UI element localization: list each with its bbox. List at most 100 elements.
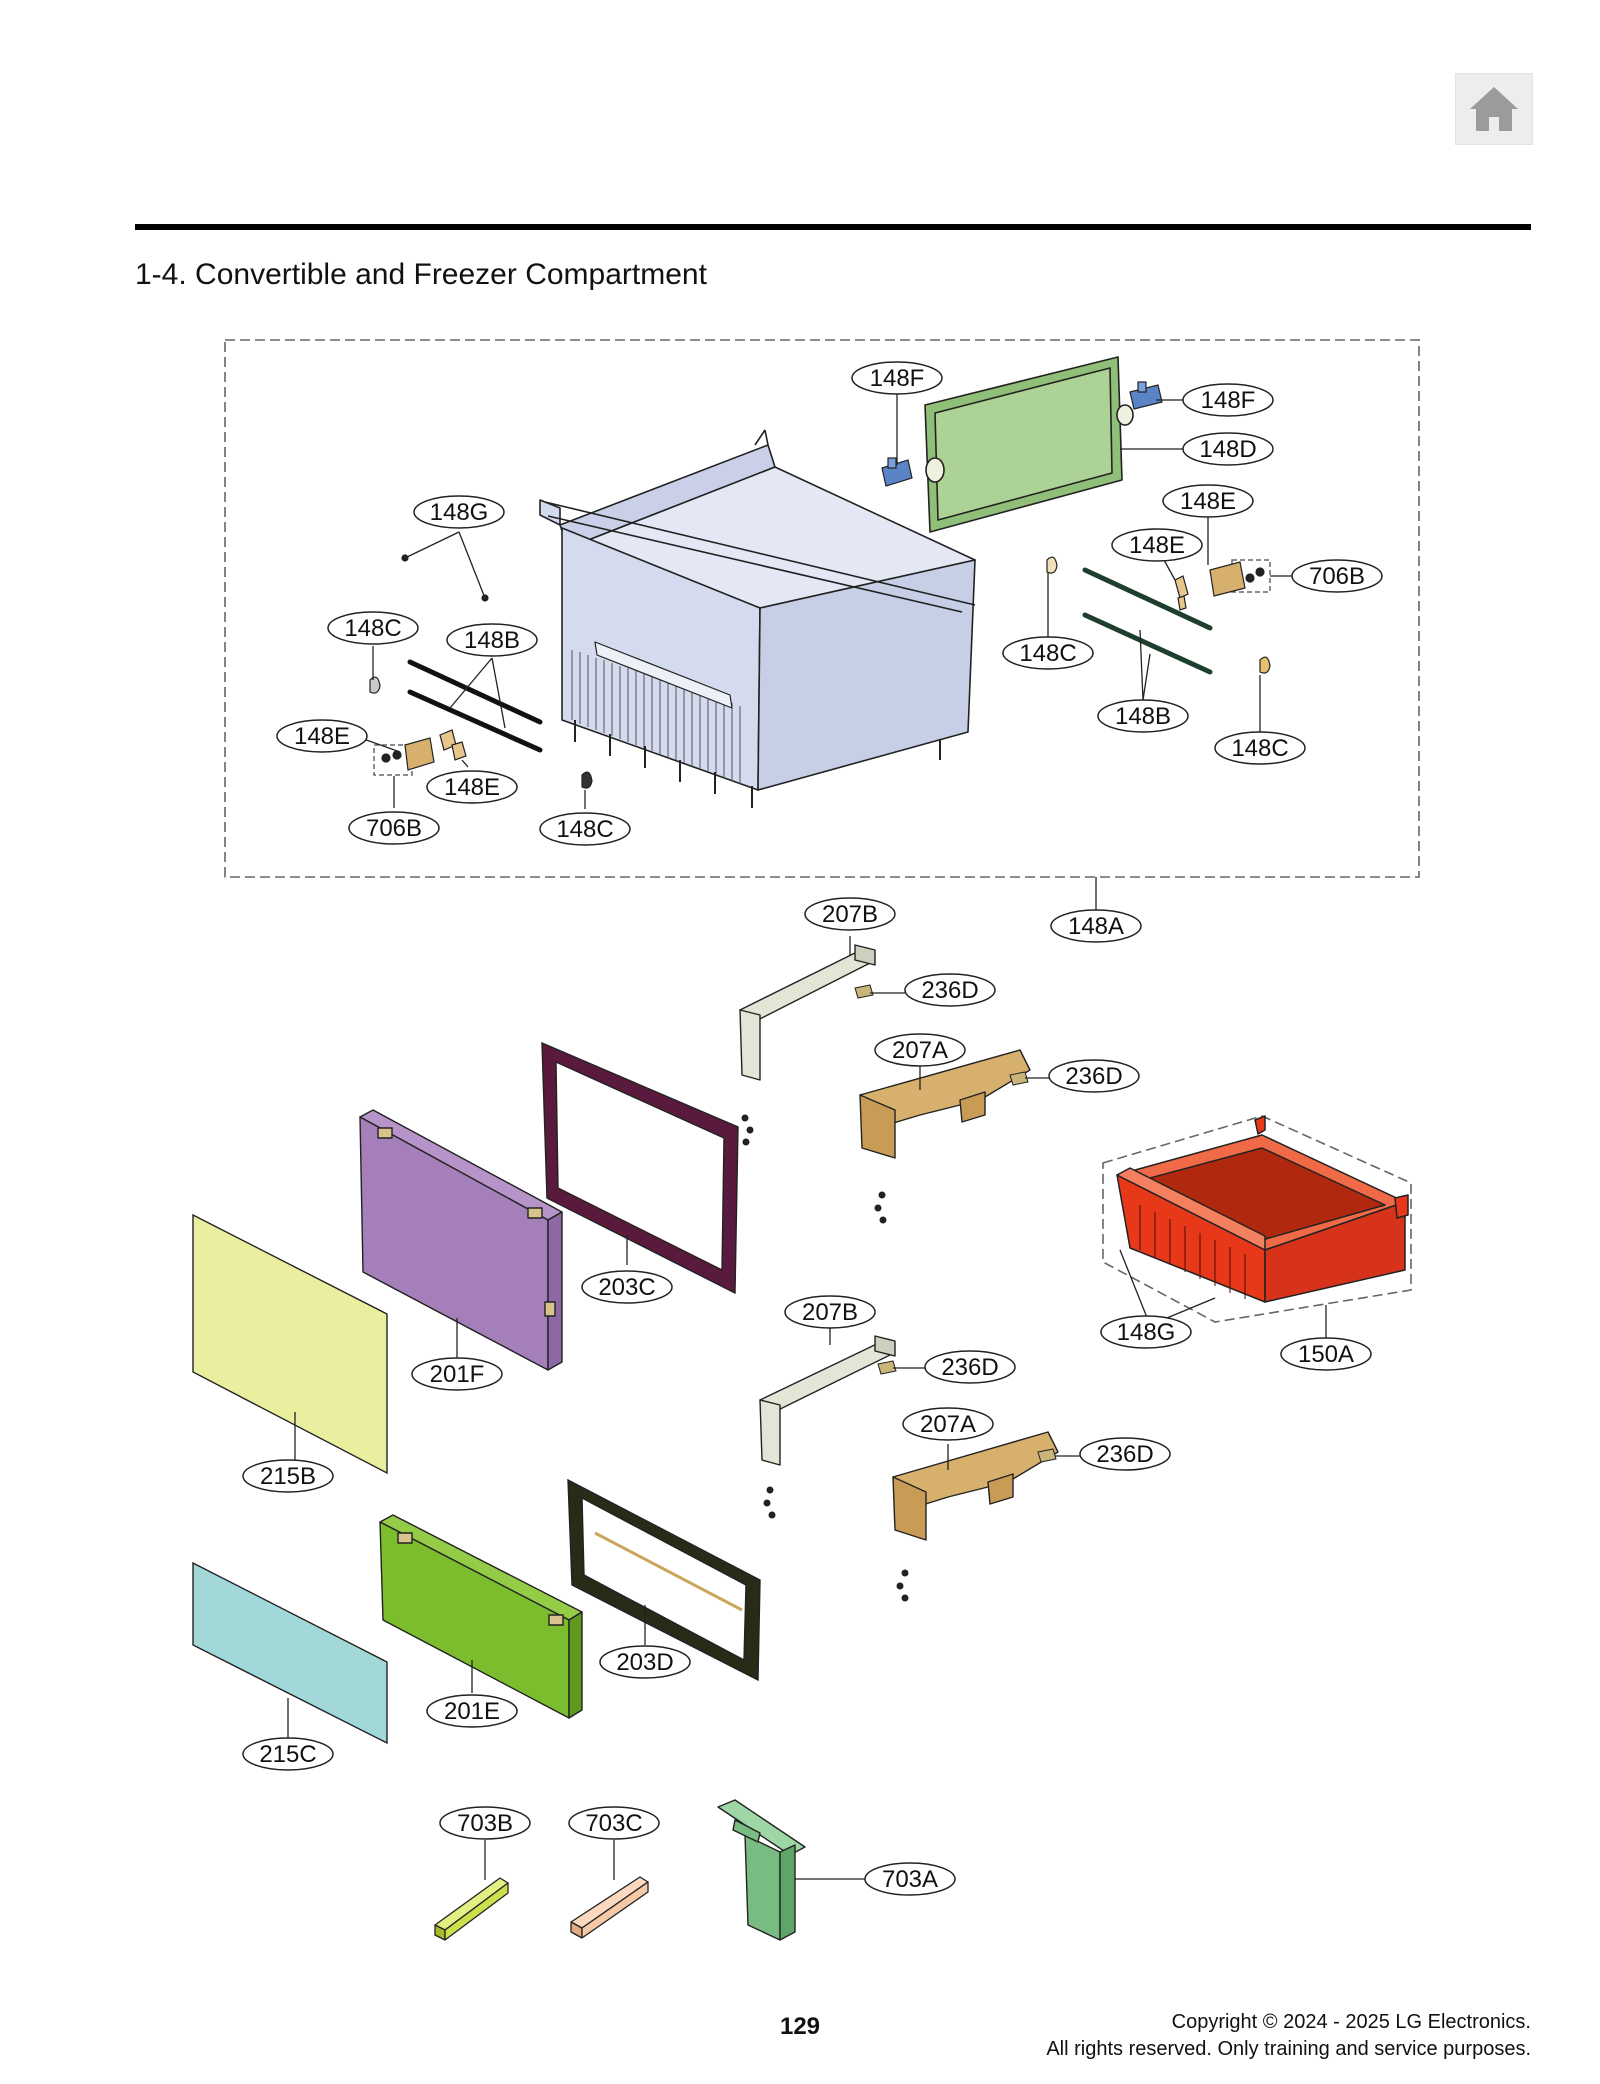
callout-203d[interactable]: 203D	[599, 1645, 691, 1679]
svg-text:148G: 148G	[430, 499, 489, 526]
home-button[interactable]	[1455, 73, 1533, 145]
callout-148e-lower[interactable]: 148E	[426, 770, 518, 804]
svg-text:236D: 236D	[1096, 1441, 1153, 1468]
callout-215b[interactable]: 215B	[242, 1459, 334, 1493]
svg-text:201F: 201F	[430, 1361, 485, 1388]
bracket-207a-lower	[892, 1431, 1059, 1541]
copyright-line-2: All rights reserved. Only training and s…	[1046, 2038, 1531, 2060]
svg-text:706B: 706B	[366, 815, 422, 842]
callout-148e-left[interactable]: 148E	[276, 719, 368, 753]
callout-236d-4[interactable]: 236D	[1079, 1437, 1171, 1471]
copyright-line-1: Copyright © 2024 - 2025 LG Electronics.	[1171, 2011, 1531, 2033]
lower-drawer-150a	[1116, 1115, 1409, 1303]
callout-706b-right[interactable]: 706B	[1291, 559, 1383, 593]
panel-215b	[192, 1213, 388, 1475]
leader-lines	[287, 392, 1327, 1880]
svg-text:148B: 148B	[464, 627, 520, 654]
bracket-207a-upper	[859, 1049, 1031, 1159]
svg-text:236D: 236D	[921, 977, 978, 1004]
callout-148d[interactable]: 148D	[1182, 432, 1274, 466]
callout-148f-top[interactable]: 148F	[851, 361, 943, 395]
assembly-150a-boundary	[1102, 1115, 1412, 1323]
rail-207b-lower	[759, 1335, 896, 1466]
part-703b	[434, 1877, 509, 1941]
callout-703a[interactable]: 703A	[864, 1862, 956, 1896]
callout-150a[interactable]: 150A	[1280, 1337, 1372, 1371]
svg-text:148D: 148D	[1199, 436, 1256, 463]
svg-text:148G: 148G	[1117, 1319, 1176, 1346]
callout-148c-center[interactable]: 148C	[1002, 636, 1094, 670]
callout-148c-right[interactable]: 148C	[1214, 731, 1306, 765]
callout-148a[interactable]: 148A	[1050, 909, 1142, 943]
clip-148f-left	[881, 457, 913, 487]
callout-201e[interactable]: 201E	[426, 1694, 518, 1728]
callout-203c[interactable]: 203C	[581, 1270, 673, 1304]
callout-148c-lower[interactable]: 148C	[539, 812, 631, 846]
callout-236d-1[interactable]: 236D	[904, 973, 996, 1007]
svg-text:148B: 148B	[1115, 703, 1171, 730]
header-rule	[135, 224, 1531, 230]
callout-148g-upper[interactable]: 148G	[413, 495, 505, 529]
rods-148b-left	[407, 659, 543, 753]
panel-201f	[359, 1109, 563, 1371]
callout-201f[interactable]: 201F	[411, 1357, 503, 1391]
svg-text:148C: 148C	[556, 816, 613, 843]
callout-148e-upper[interactable]: 148E	[1162, 484, 1254, 518]
svg-text:148F: 148F	[1201, 387, 1256, 414]
svg-text:148E: 148E	[444, 774, 500, 801]
part-703c	[570, 1876, 649, 1939]
callout-148b-right[interactable]: 148B	[1097, 699, 1189, 733]
rail-207b-upper	[739, 944, 876, 1081]
svg-text:148C: 148C	[1231, 735, 1288, 762]
callout-148b-left[interactable]: 148B	[446, 623, 538, 657]
clips-236d	[854, 984, 1057, 1463]
svg-text:215B: 215B	[260, 1463, 316, 1490]
svg-text:236D: 236D	[1065, 1063, 1122, 1090]
screws	[741, 1114, 909, 1602]
svg-text:148A: 148A	[1068, 913, 1124, 940]
callout-148g-lower[interactable]: 148G	[1100, 1315, 1192, 1349]
svg-text:207B: 207B	[802, 1299, 858, 1326]
callout-148c-left[interactable]: 148C	[327, 611, 419, 645]
section-title: 1-4. Convertible and Freezer Compartment	[135, 258, 707, 291]
svg-text:215C: 215C	[259, 1741, 316, 1768]
callout-148f-right[interactable]: 148F	[1182, 383, 1274, 417]
callout-148e-mid[interactable]: 148E	[1111, 528, 1203, 562]
svg-text:201E: 201E	[444, 1698, 500, 1725]
callout-703b[interactable]: 703B	[439, 1806, 531, 1840]
callout-236d-2[interactable]: 236D	[1048, 1059, 1140, 1093]
svg-text:703B: 703B	[457, 1810, 513, 1837]
callout-207a-upper[interactable]: 207A	[874, 1033, 966, 1067]
callout-236d-3[interactable]: 236D	[924, 1350, 1016, 1384]
gasket-203d	[567, 1478, 761, 1682]
assembly-148a-boundary	[224, 339, 1420, 878]
home-icon	[1470, 87, 1518, 131]
svg-text:148E: 148E	[294, 723, 350, 750]
svg-text:148C: 148C	[1019, 640, 1076, 667]
small-fittings-upper	[369, 554, 1271, 789]
svg-text:148F: 148F	[870, 365, 925, 392]
svg-text:703C: 703C	[585, 1810, 642, 1837]
part-703a	[717, 1799, 806, 1941]
callout-207b-upper[interactable]: 207B	[804, 897, 896, 931]
gasket-203c	[541, 1041, 739, 1295]
clip-148f-right	[1129, 381, 1163, 410]
svg-text:148E: 148E	[1180, 488, 1236, 515]
callout-215c[interactable]: 215C	[242, 1737, 334, 1771]
callout-207a-lower[interactable]: 207A	[902, 1407, 994, 1441]
copyright-notice: Copyright © 2024 - 2025 LG Electronics. …	[1046, 2009, 1531, 2063]
callout-703c[interactable]: 703C	[568, 1806, 660, 1840]
callouts: 148F 148F 148D 148E 148E 706B 148G 148C …	[242, 361, 1383, 1896]
panel-201e	[379, 1514, 583, 1719]
svg-text:706B: 706B	[1309, 563, 1365, 590]
svg-text:236D: 236D	[941, 1354, 998, 1381]
rods-148b-right	[1082, 567, 1213, 675]
svg-text:148C: 148C	[344, 615, 401, 642]
callout-706b-left[interactable]: 706B	[348, 811, 440, 845]
svg-text:207B: 207B	[822, 901, 878, 928]
svg-text:203D: 203D	[616, 1649, 673, 1676]
cover-148d	[924, 356, 1134, 533]
callout-207b-lower[interactable]: 207B	[784, 1295, 876, 1329]
page-number: 129	[779, 2013, 821, 2040]
